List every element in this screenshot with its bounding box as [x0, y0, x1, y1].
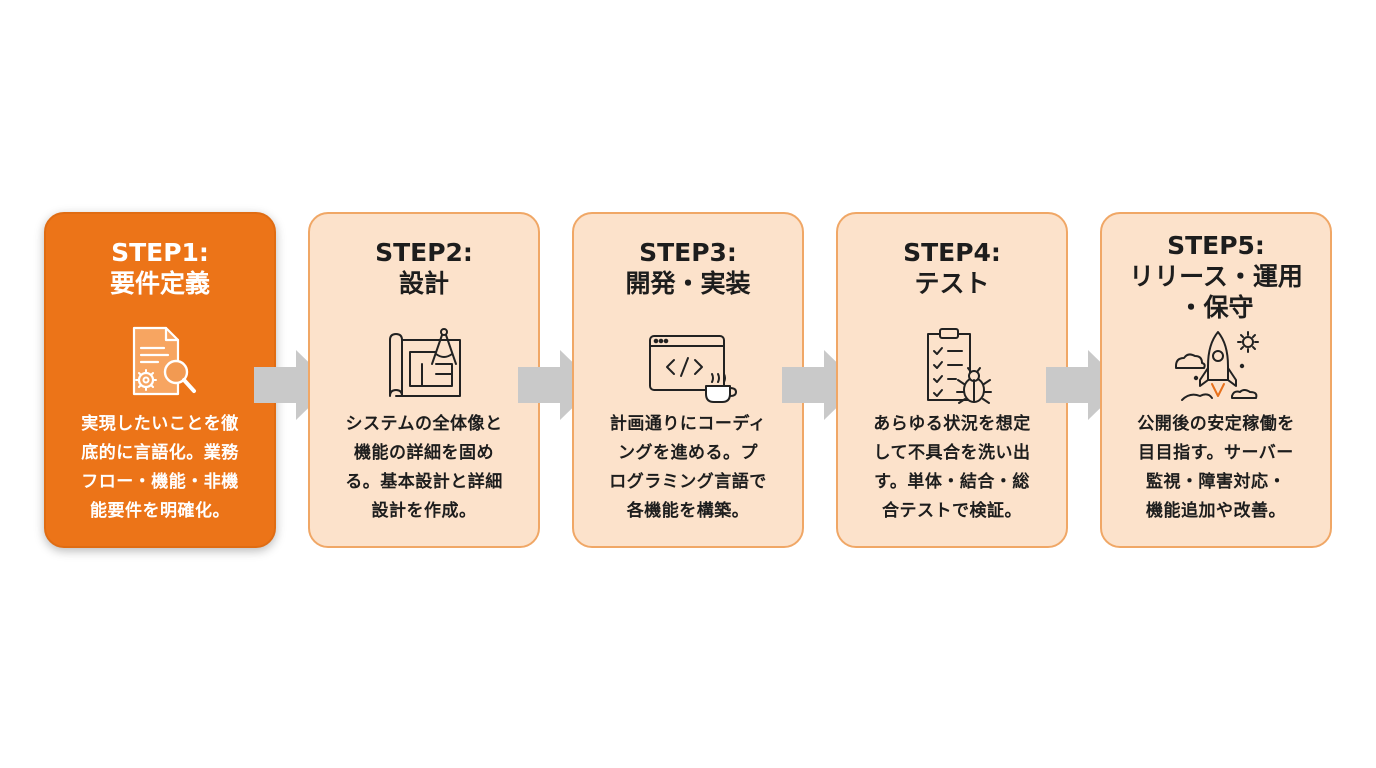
- desc-line: 能要件を明確化。: [90, 501, 230, 521]
- step-name: 設計: [398, 269, 449, 298]
- desc-line: 計画通りにコーディ: [609, 414, 767, 434]
- step-description: 実現したいことを徹 底的に言語化。業務 フロー・機能・非機 能要件を明確化。: [60, 410, 260, 526]
- step-card-1: STEP1: 要件定義 実現したいことを徹 底的に言語化。業務 フロー・機能・非…: [44, 212, 276, 548]
- step-title: STEP1: 要件定義: [54, 214, 266, 322]
- step-name: 開発・実装: [625, 269, 751, 298]
- step-card-4: STEP4: テスト あらゆる状況を想定 して不具合を洗い出 す。単体・結合・総…: [836, 212, 1068, 548]
- step-card-2: STEP2: 設計 システムの全体像と 機能の詳細を固め る。基本設計と詳細 設…: [308, 212, 540, 548]
- desc-line: 機能追加や改善。: [1146, 501, 1286, 521]
- document-search-gear-icon: [112, 318, 212, 410]
- desc-line: 底的に言語化。業務: [81, 443, 239, 463]
- desc-line: 設計を作成。: [371, 501, 477, 521]
- step-name: リリース・運用: [1129, 261, 1303, 291]
- step-title: STEP4: テスト: [846, 214, 1058, 322]
- step-name: 要件定義: [109, 269, 210, 298]
- step-card-3: STEP3: 開発・実装 計画通りにコーディ ングを進める。プ ログラミング言語…: [572, 212, 804, 548]
- step-title: STEP3: 開発・実装: [582, 214, 794, 322]
- step-description: 公開後の安定稼働を 目目指す。サーバー 監視・障害対応・ 機能追加や改善。: [1116, 410, 1316, 526]
- step-label: STEP1:: [111, 238, 209, 267]
- desc-line: して不具合を洗い出: [873, 443, 1031, 463]
- step-label: STEP2:: [375, 238, 473, 267]
- step-label: STEP4:: [903, 238, 1001, 267]
- desc-line: る。基本設計と詳細: [345, 472, 503, 492]
- step-name: テスト: [914, 269, 990, 298]
- checklist-bug-icon: [904, 318, 1004, 410]
- desc-line: ログラミング言語で: [609, 472, 767, 492]
- desc-line: ングを進める。プ: [618, 443, 758, 463]
- desc-line: す。単体・結合・総: [874, 472, 1030, 492]
- step-description: 計画通りにコーディ ングを進める。プ ログラミング言語で 各機能を構築。: [588, 410, 788, 526]
- step-label: STEP3:: [639, 238, 737, 267]
- desc-line: 機能の詳細を固め: [354, 443, 494, 463]
- desc-line: フロー・機能・非機: [81, 472, 239, 492]
- desc-line: あらゆる状況を想定: [873, 414, 1031, 434]
- step-description: あらゆる状況を想定 して不具合を洗い出 す。単体・結合・総 合テストで検証。: [852, 410, 1052, 526]
- desc-line: 各機能を構築。: [626, 501, 750, 521]
- step-title: STEP5: リリース・運用 ・保守: [1110, 214, 1322, 332]
- desc-line: 実現したいことを徹: [81, 414, 239, 434]
- step-label: STEP5:: [1167, 230, 1265, 260]
- desc-line: 公開後の安定稼働を: [1137, 414, 1295, 434]
- blueprint-compass-icon: [376, 318, 476, 410]
- rocket-gear-icon: [1168, 326, 1268, 410]
- step-name-cont: ・保守: [1178, 292, 1254, 322]
- desc-line: 目目指す。サーバー: [1138, 443, 1294, 463]
- code-window-coffee-icon: [640, 318, 740, 410]
- desc-line: 監視・障害対応・: [1146, 472, 1286, 492]
- step-title: STEP2: 設計: [318, 214, 530, 322]
- desc-line: システムの全体像と: [345, 414, 503, 434]
- desc-line: 合テストで検証。: [882, 501, 1022, 521]
- step-card-5: STEP5: リリース・運用 ・保守 公開後の安定稼働を 目目指す。サーバー 監…: [1100, 212, 1332, 548]
- step-description: システムの全体像と 機能の詳細を固め る。基本設計と詳細 設計を作成。: [324, 410, 524, 526]
